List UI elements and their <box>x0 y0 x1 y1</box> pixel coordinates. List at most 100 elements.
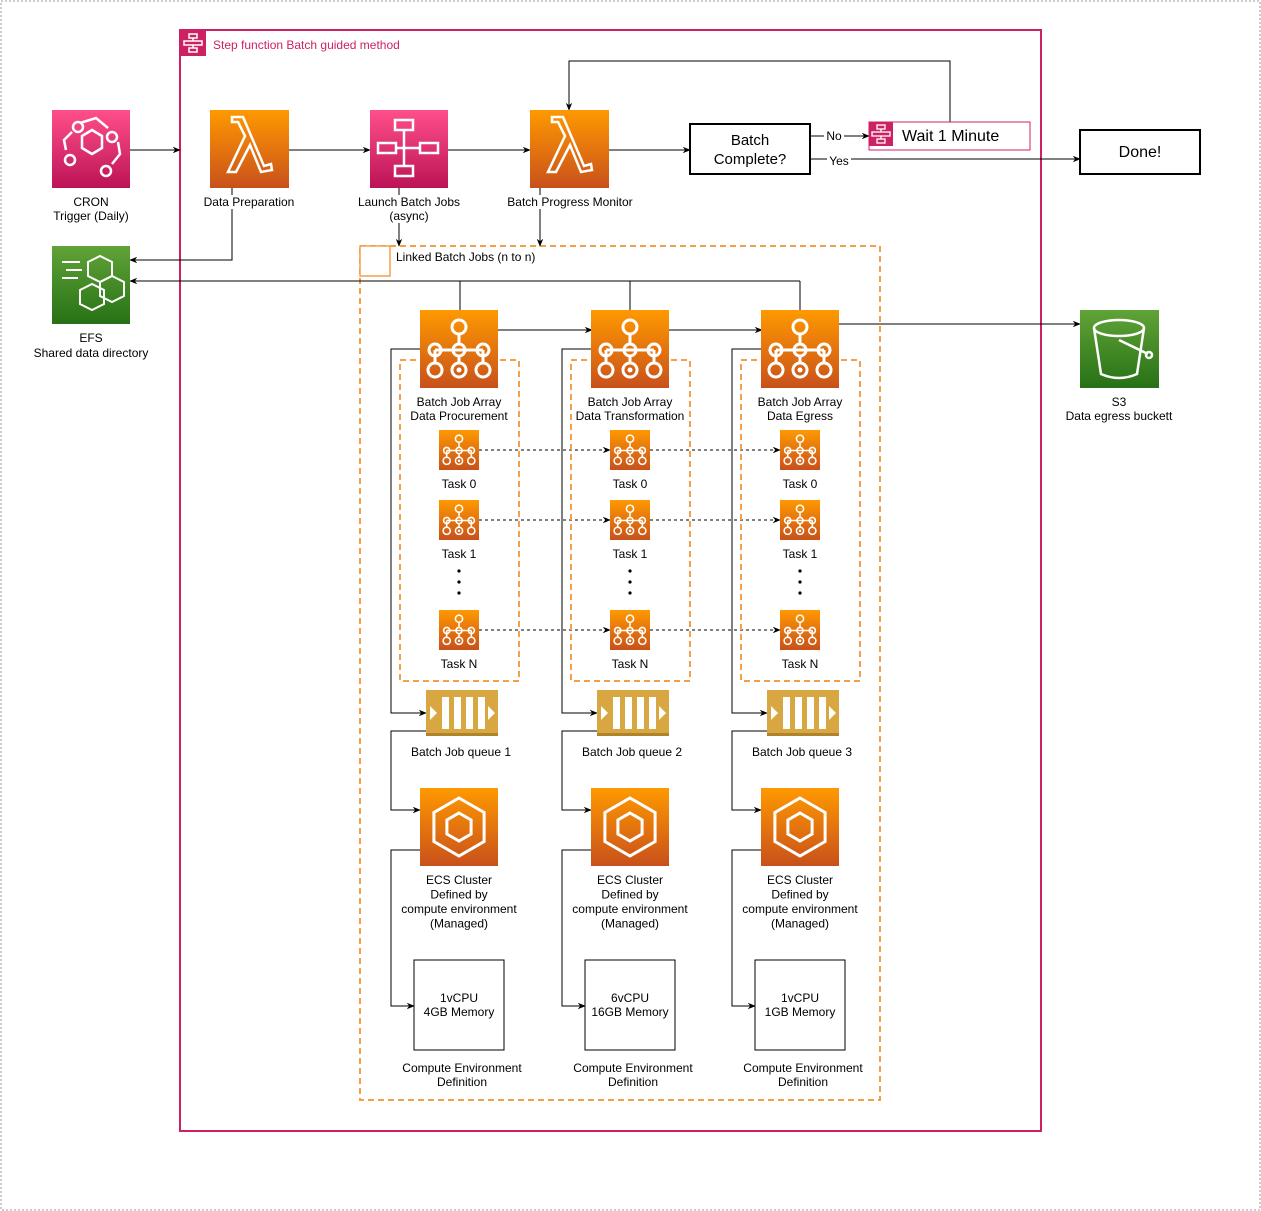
cron-sublabel: Trigger (Daily) <box>53 209 129 223</box>
s3-sublabel: Data egress buckett <box>1066 409 1173 423</box>
queue-bar <box>454 697 461 729</box>
queue-bar <box>783 697 790 729</box>
batch-complete-decision <box>689 123 811 175</box>
compute-def-label: Compute Environment <box>573 1061 693 1075</box>
ecs-label-line: (Managed) <box>771 917 829 931</box>
ellipsis-dot <box>628 591 632 595</box>
ellipsis-dot <box>798 591 802 595</box>
batch-array-label: Batch Job Array <box>758 395 843 409</box>
ecs-label-line: ECS Cluster <box>597 873 663 887</box>
wait-step-icon <box>869 122 893 146</box>
queue-arrow-icon <box>430 706 437 720</box>
queue-connector <box>561 348 598 717</box>
batch-array-sublabel: Data Transformation <box>576 409 685 423</box>
batch-array-label: Batch Job Array <box>588 395 673 409</box>
decision-line2: Complete? <box>714 151 787 168</box>
job-queue-label: Batch Job queue 1 <box>411 745 511 759</box>
ellipsis-dot <box>457 569 461 573</box>
task-label: Task N <box>441 657 478 671</box>
batch-array-label: Batch Job Array <box>417 395 502 409</box>
ecs-label-line: Defined by <box>430 888 487 902</box>
vcpu-value: 6vCPU <box>611 991 649 1005</box>
queue-bar <box>442 697 449 729</box>
ecs-label-line: (Managed) <box>430 917 488 931</box>
ellipsis-dot <box>798 569 802 573</box>
ecs-label-line: ECS Cluster <box>426 873 492 887</box>
ellipsis-dot <box>457 591 461 595</box>
ecs-hex-inner <box>786 811 814 843</box>
task-label: Task N <box>612 657 649 671</box>
s3-label: S3 <box>1112 395 1127 409</box>
task-label: Task 1 <box>613 547 648 561</box>
job-queue-label: Batch Job queue 3 <box>752 745 852 759</box>
queue-bar <box>478 697 485 729</box>
compute-def-label: Compute Environment <box>743 1061 863 1075</box>
ecs-hex-outer <box>773 796 827 858</box>
compute-def-connector <box>390 849 420 1010</box>
task-label: Task 0 <box>613 477 648 491</box>
ecs-connector <box>561 730 597 814</box>
ecs-label-line: Defined by <box>771 888 828 902</box>
queue-connector <box>390 348 427 717</box>
vcpu-value: 1vCPU <box>781 991 819 1005</box>
memory-value: 16GB Memory <box>591 1005 668 1019</box>
step-functions-glyph <box>183 33 203 53</box>
progress-monitor-label: Batch Progress Monitor <box>507 195 632 209</box>
job-queue-icon <box>597 690 669 736</box>
ellipsis-dot <box>457 580 461 584</box>
progress-monitor-lambda-icon <box>530 110 609 188</box>
queue-bar <box>807 697 814 729</box>
eventbridge-glyph <box>62 116 122 178</box>
compute-def-connector <box>561 849 591 1010</box>
wait-label: Wait 1 Minute <box>902 128 999 145</box>
task-label: Task N <box>782 657 819 671</box>
memory-value: 4GB Memory <box>424 1005 495 1019</box>
yes-label: Yes <box>829 154 849 168</box>
compute-def-sublabel: Definition <box>778 1075 828 1089</box>
ecs-label-line: compute environment <box>742 902 858 916</box>
step-function-title: Step function Batch guided method <box>213 38 400 52</box>
ellipsis-dot <box>628 580 632 584</box>
done-label: Done! <box>1119 144 1162 161</box>
linked-group-title: Linked Batch Jobs (n to n) <box>396 250 535 264</box>
queue-bar <box>613 697 620 729</box>
step-function-container <box>179 29 1042 1132</box>
queue-arrow-icon <box>601 706 608 720</box>
linked-batch-group <box>359 245 881 1101</box>
queue-arrow-icon <box>771 706 778 720</box>
queue-bar <box>819 697 826 729</box>
job-queue-label: Batch Job queue 2 <box>582 745 682 759</box>
task-label: Task 0 <box>442 477 477 491</box>
launch-batch-label: Launch Batch Jobs <box>358 195 460 209</box>
ellipsis-dot <box>628 569 632 573</box>
efs-label: EFS <box>79 331 102 345</box>
ellipsis-dot <box>798 580 802 584</box>
lambda-glyph <box>546 115 594 174</box>
ecs-hex-inner <box>445 811 473 843</box>
ecs-connector <box>390 730 426 814</box>
queue-bar <box>795 697 802 729</box>
compute-def-connector <box>731 849 761 1010</box>
batch-array-sublabel: Data Egress <box>767 409 833 423</box>
cron-label: CRON <box>73 195 108 209</box>
compute-def-sublabel: Definition <box>437 1075 487 1089</box>
lambda-glyph <box>226 115 274 174</box>
queue-connector <box>731 348 768 717</box>
queue-bar <box>649 697 656 729</box>
done-box <box>1079 129 1201 175</box>
vcpu-value: 1vCPU <box>440 991 478 1005</box>
queue-bar <box>466 697 473 729</box>
ecs-connector <box>731 730 767 814</box>
compute-environment-box <box>413 959 505 1051</box>
compute-environment-box <box>754 959 846 1051</box>
queue-bar <box>637 697 644 729</box>
step-functions-launch-glyph <box>376 118 440 178</box>
launch-batch-sublabel: (async) <box>389 209 428 223</box>
data-preparation-label: Data Preparation <box>204 195 295 209</box>
compute-def-sublabel: Definition <box>608 1075 658 1089</box>
